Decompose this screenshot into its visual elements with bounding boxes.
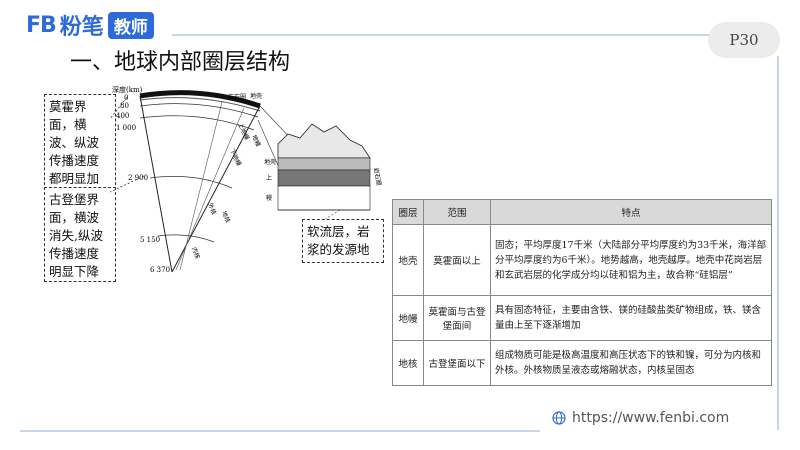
cell-layer: 地幔 — [392, 295, 424, 341]
label-upper-mantle: 上地幔 — [236, 121, 251, 141]
header-range: 范围 — [423, 199, 491, 225]
page-number-tag: P30 — [708, 22, 780, 58]
frame-top-line — [172, 34, 777, 36]
depth-6370: 6 370 — [150, 266, 170, 274]
depth-1000: 1 000 — [116, 124, 136, 132]
cell-feature: 固态；平均厚度17千米（大陆部分平均厚度约为33千米，海洋部分平均厚度约为6千米… — [490, 224, 772, 296]
gutenberg-note: 古登堡界面，横波消失,纵波传播速度明显下降 — [44, 187, 116, 282]
footer-url[interactable]: https://www.fenbi.com — [552, 410, 729, 426]
logo-badge: 教师 — [107, 11, 154, 39]
depth-2900: 2 900 — [128, 174, 148, 182]
earth-interior-diagram: 深度(km) 0 80 400 1 000 2 900 5 150 6 370 … — [110, 85, 383, 274]
label-lithosphere: 岩石圈 — [228, 93, 246, 101]
label-mantle: 地幔 — [250, 133, 262, 147]
cell-layer: 地壳 — [392, 224, 424, 296]
cell-feature: 组成物质可能是极高温度和高压状态下的铁和镍，可分为内核和外核。外核物质呈液态或熔… — [490, 340, 772, 386]
label-core: 地核 — [220, 210, 232, 224]
depth-400: 400 — [116, 112, 129, 120]
cell-layer: 地核 — [392, 340, 424, 386]
inset-rock-label: 岩石圈 — [372, 167, 383, 186]
page-title: 一、地球内部圈层结构 — [70, 50, 291, 75]
label-lower-mantle: 下地幔 — [228, 147, 243, 167]
frame-right-line — [777, 56, 779, 430]
table-row: 地核 古登堡面以下 组成物质可能是极高温度和高压状态下的铁和镍，可分为内核和外核… — [392, 340, 772, 386]
cell-range: 古登堡面以下 — [423, 340, 491, 386]
depth-unit-label: 深度(km) — [112, 85, 143, 94]
footer-url-text: https://www.fenbi.com — [572, 410, 730, 426]
logo-brand-text: 粉笔 — [59, 15, 104, 40]
layer-table-container: 圈层 范围 特点 地壳 莫霍面以上 固态；平均厚度17千米（大陆部分平均厚度约为… — [392, 199, 772, 386]
inset-crust-label: 地壳 — [264, 158, 276, 166]
moho-note: 莫霍界面，横波、纵波传播速度都明显加快 — [44, 94, 116, 204]
cell-range: 莫霍面与古登堡面间 — [423, 295, 491, 341]
logo-mark: FB — [26, 12, 57, 38]
layer-table: 圈层 范围 特点 地壳 莫霍面以上 固态；平均厚度17千米（大陆部分平均厚度约为… — [392, 199, 772, 386]
depth-0: 0 — [124, 94, 128, 102]
cell-feature: 具有固态特征，主要由含铁、镁的硅酸盐类矿物组成，铁、镁含量由上至下逐渐增加 — [490, 295, 772, 341]
brand-logo: FB 粉笔 教师 — [26, 10, 154, 40]
label-outer-core: 外核 — [206, 202, 218, 216]
table-row: 地壳 莫霍面以上 固态；平均厚度17千米（大陆部分平均厚度约为33千米，海洋部分… — [392, 224, 772, 296]
frame-bottom-line — [20, 430, 540, 432]
table-header-row: 圈层 范围 特点 — [392, 199, 772, 225]
header-feature: 特点 — [490, 199, 772, 225]
cell-range: 莫霍面以上 — [423, 224, 491, 296]
table-row: 地幔 莫霍面与古登堡面间 具有固态特征，主要由含铁、镁的硅酸盐类矿物组成，铁、镁… — [392, 295, 772, 341]
inset-up-label: 上 — [266, 174, 272, 182]
globe-icon — [552, 411, 566, 425]
depth-80: 80 — [120, 102, 129, 110]
inset-mantle-label: 幔 — [266, 194, 272, 202]
header-layer: 圈层 — [392, 199, 424, 225]
label-inner-core: 内核 — [190, 246, 202, 260]
depth-5150: 5 150 — [140, 236, 160, 244]
asthenosphere-note: 软流层，岩浆的发源地 — [302, 219, 384, 263]
label-crust: 地壳 — [250, 92, 262, 100]
crust-inset: 地壳 上 幔 岩石圈 — [264, 123, 383, 221]
